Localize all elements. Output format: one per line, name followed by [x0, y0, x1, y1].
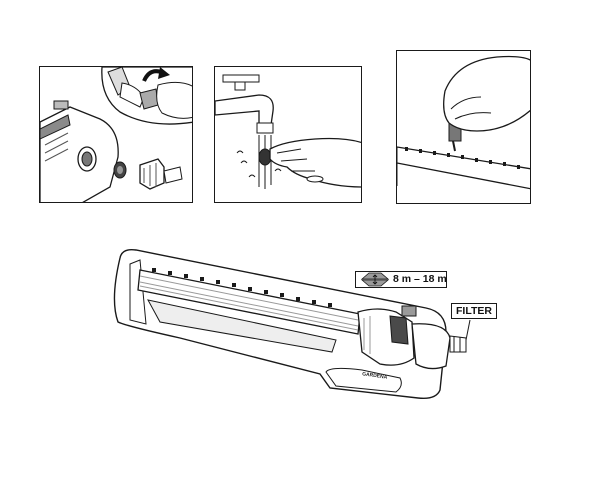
filter-label: FILTER: [456, 305, 492, 317]
nozzle-adjust-illustration: [397, 55, 530, 190]
spray-range-label: 8 m – 18 m: [393, 273, 447, 285]
filter-callout: FILTER: [451, 303, 497, 319]
rinse-filter-illustration: [215, 74, 361, 189]
up-down-arrows-icon: [360, 272, 390, 287]
step-connect-hose-panel: [39, 66, 193, 203]
spray-range-callout: 8 m – 18 m: [355, 271, 447, 288]
step-rinse-filter-panel: [214, 66, 362, 203]
step-adjust-nozzles-panel: [396, 50, 531, 204]
oscillating-sprinkler-illustration: GARDENA: [100, 240, 500, 410]
connector-assembly-illustration: [40, 67, 192, 202]
